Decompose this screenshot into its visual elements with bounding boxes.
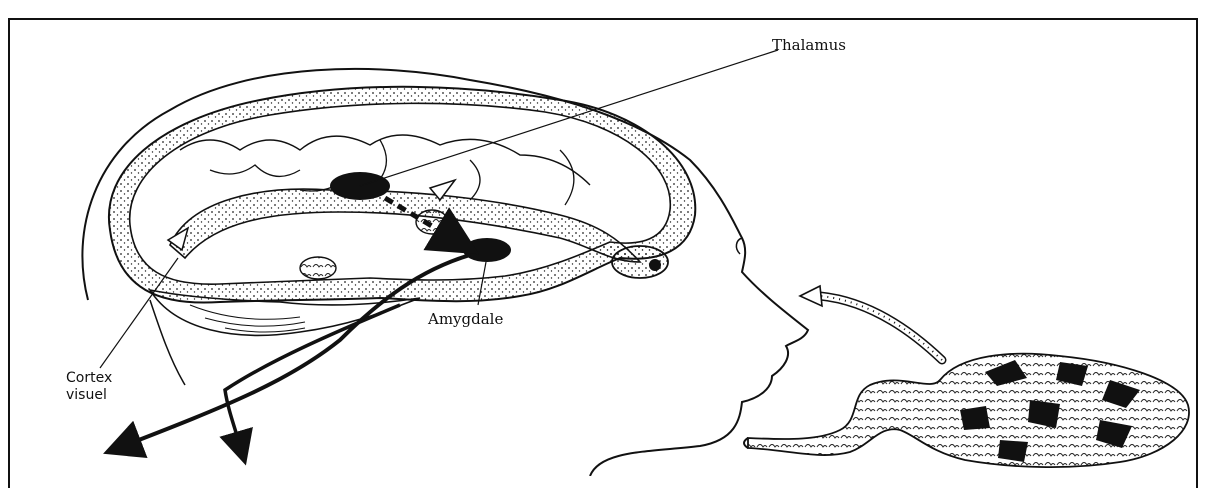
amygdala-label: Amygdale <box>428 310 503 328</box>
perception-arrow <box>820 296 942 360</box>
brain-illustration <box>0 0 1209 476</box>
visual-cortex-label-line2: visuel <box>66 387 107 403</box>
thalamus-label: Thalamus <box>772 36 846 54</box>
brain-fear-pathway-figure: Thalamus Amygdale Cortex visuel <box>0 0 1209 476</box>
amygdala-node <box>463 238 511 262</box>
visual-cortex-label-line1: Cortex <box>66 370 112 386</box>
output-path-right <box>225 305 400 452</box>
ear-line <box>736 238 742 254</box>
neck-back <box>150 300 185 385</box>
